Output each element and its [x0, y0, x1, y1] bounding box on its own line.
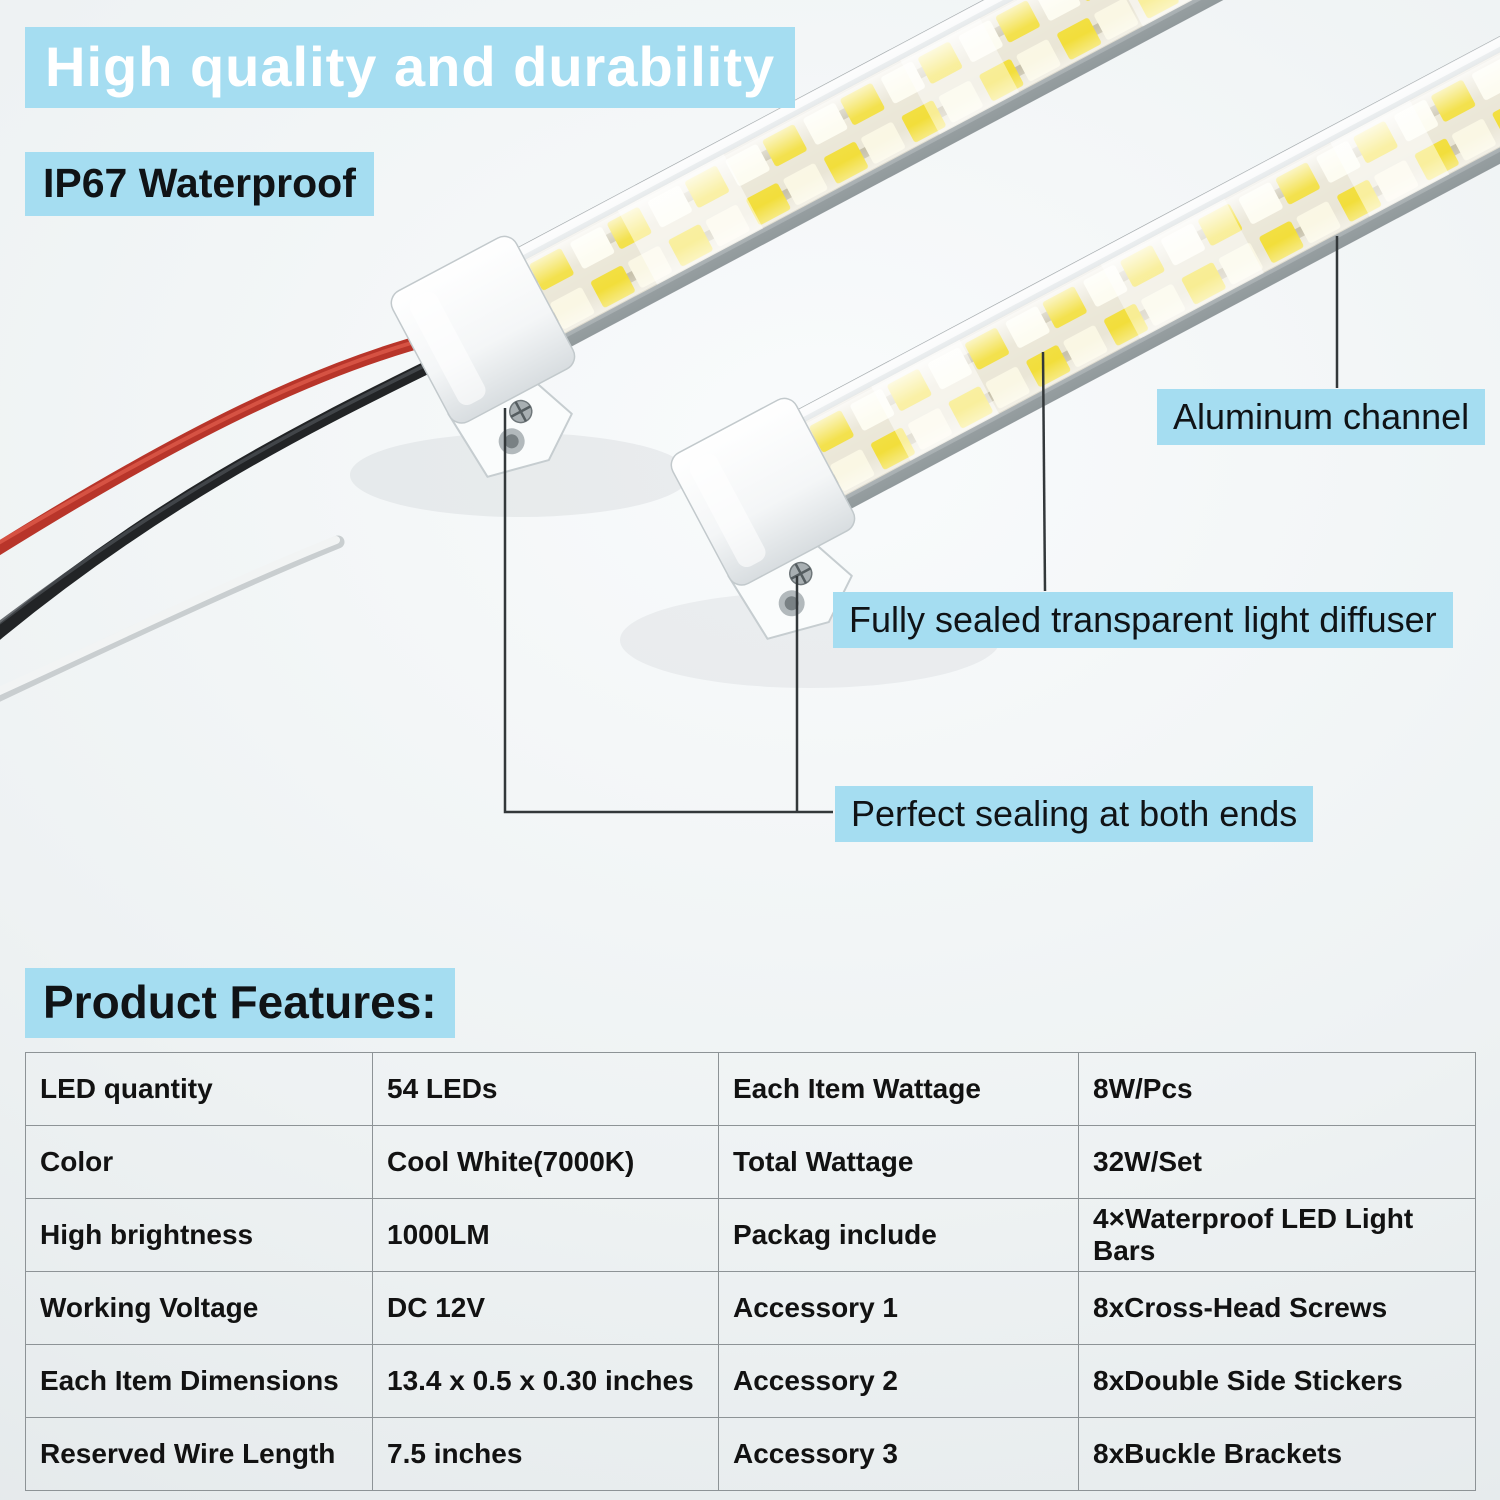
feature-value: 8xDouble Side Stickers — [1078, 1344, 1476, 1418]
shadow — [350, 433, 690, 517]
feature-label: Packag include — [718, 1198, 1079, 1272]
product-features-table: LED quantity 54 LEDs Each Item Wattage 8… — [25, 1052, 1476, 1491]
table-row: LED quantity 54 LEDs Each Item Wattage 8… — [25, 1052, 1476, 1126]
feature-value: Cool White(7000K) — [372, 1125, 719, 1199]
led-light-bar-2 — [783, 0, 1500, 517]
feature-label: Accessory 1 — [718, 1271, 1079, 1345]
feature-label: LED quantity — [25, 1052, 373, 1126]
end-cap-body — [670, 397, 856, 586]
feature-label: Total Wattage — [718, 1125, 1079, 1199]
feature-label: Accessory 2 — [718, 1344, 1079, 1418]
led-light-bar-1 — [503, 0, 1386, 355]
red-wire — [0, 331, 441, 556]
table-row: Each Item Dimensions 13.4 x 0.5 x 0.30 i… — [25, 1344, 1476, 1418]
feature-value: 13.4 x 0.5 x 0.30 inches — [372, 1344, 719, 1418]
feature-label: Each Item Dimensions — [25, 1344, 373, 1418]
table-row: Color Cool White(7000K) Total Wattage 32… — [25, 1125, 1476, 1199]
white-wire-highlight — [0, 536, 340, 696]
table-row: Working Voltage DC 12V Accessory 1 8xCro… — [25, 1271, 1476, 1345]
callout-diffuser: Fully sealed transparent light diffuser — [833, 592, 1453, 649]
feature-value: 8W/Pcs — [1078, 1052, 1476, 1126]
feature-value: 54 LEDs — [372, 1052, 719, 1126]
table-row: High brightness 1000LM Packag include 4×… — [25, 1198, 1476, 1272]
feature-value: 8xCross-Head Screws — [1078, 1271, 1476, 1345]
feature-label: Each Item Wattage — [718, 1052, 1079, 1126]
main-title: High quality and durability — [25, 27, 796, 108]
callout-line-sealing-left — [503, 408, 833, 814]
callout-line-diffuser — [1041, 351, 1047, 592]
product-features-title: Product Features: — [25, 968, 455, 1038]
callout-sealing: Perfect sealing at both ends — [835, 786, 1314, 843]
feature-label: Reserved Wire Length — [25, 1417, 373, 1491]
red-wire-highlight — [0, 334, 438, 545]
ip67-waterproof-label: IP67 Waterproof — [25, 152, 374, 216]
end-cap-1 — [390, 235, 576, 478]
callout-aluminum-channel: Aluminum channel — [1157, 389, 1486, 446]
feature-value: DC 12V — [372, 1271, 719, 1345]
feature-value: 1000LM — [372, 1198, 719, 1272]
white-wire — [0, 535, 345, 702]
feature-label: Color — [25, 1125, 373, 1199]
end-cap-2 — [670, 397, 856, 640]
black-wire-highlight — [0, 360, 434, 625]
feature-label: High brightness — [25, 1198, 373, 1272]
feature-value: 4×Waterproof LED Light Bars — [1078, 1198, 1476, 1272]
table-row: Reserved Wire Length 7.5 inches Accessor… — [25, 1417, 1476, 1491]
feature-value: 7.5 inches — [372, 1417, 719, 1491]
feature-value: 32W/Set — [1078, 1125, 1476, 1199]
feature-value: 8xBuckle Brackets — [1078, 1417, 1476, 1491]
end-cap-body — [390, 235, 576, 424]
feature-label: Working Voltage — [25, 1271, 373, 1345]
feature-label: Accessory 3 — [718, 1417, 1079, 1491]
black-wire — [0, 359, 437, 640]
